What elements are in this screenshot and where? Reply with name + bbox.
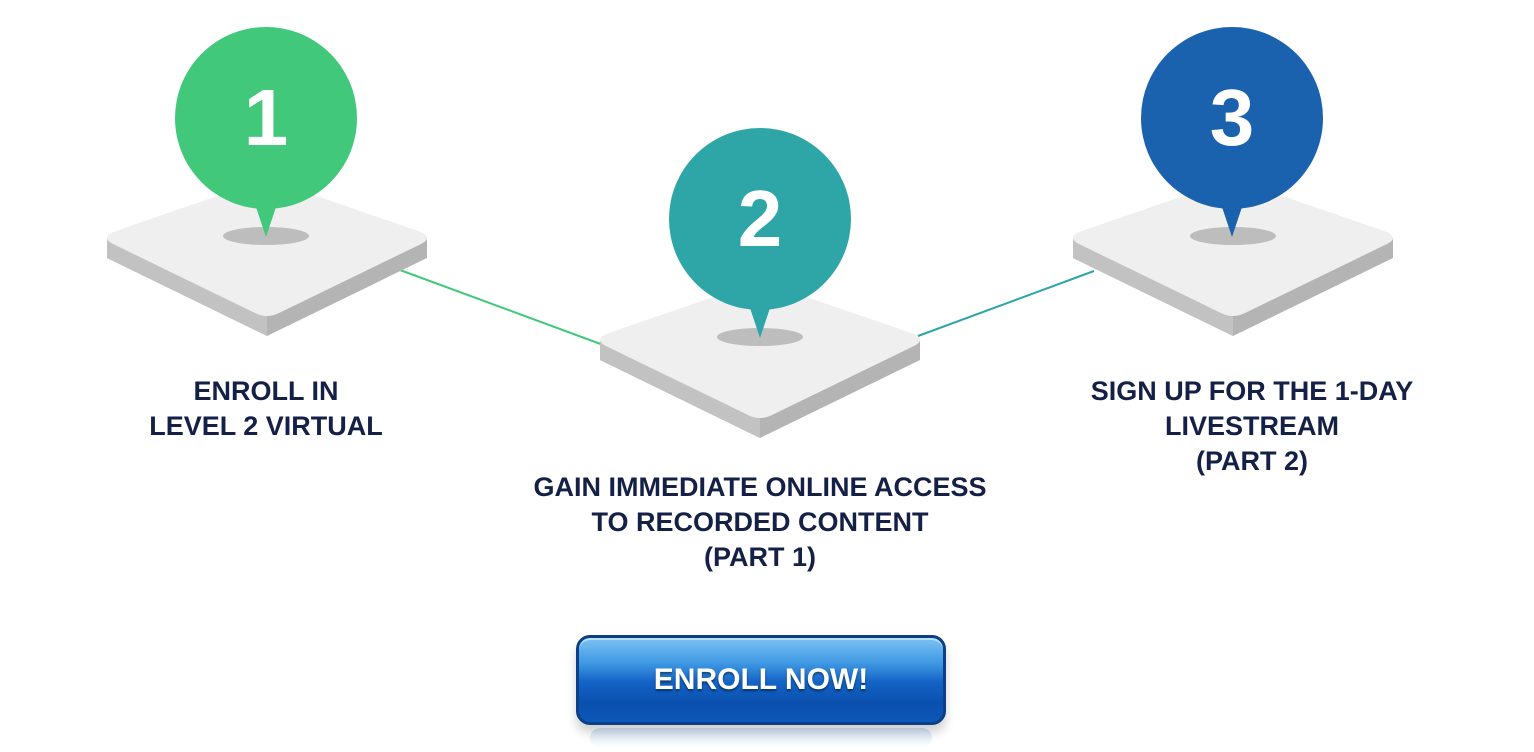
step2-pin-tail [746, 296, 774, 338]
step3-pin: 3 [1141, 27, 1323, 237]
step3-number: 3 [1141, 27, 1323, 209]
step3-label-line: (PART 2) [1196, 446, 1308, 476]
step2-label-line: GAIN IMMEDIATE ONLINE ACCESS [533, 472, 987, 502]
step1-pin: 1 [175, 27, 357, 237]
enroll-now-button-label: ENROLL NOW! [653, 663, 869, 696]
step2-label-line: TO RECORDED CONTENT [591, 507, 929, 537]
step2-pin: 2 [669, 128, 851, 338]
step1-label-line: LEVEL 2 VIRTUAL [149, 411, 383, 441]
step3-label-line: LIVESTREAM [1164, 411, 1339, 441]
step2-label-line: (PART 1) [704, 542, 816, 572]
connector-1-to-2 [399, 269, 607, 347]
step1-label: ENROLL IN LEVEL 2 VIRTUAL [116, 374, 416, 444]
step2-label: GAIN IMMEDIATE ONLINE ACCESS TO RECORDED… [480, 470, 1040, 575]
button-reflection [590, 728, 932, 748]
step2-platform [600, 282, 920, 438]
step3-label-line: SIGN UP FOR THE 1-DAY [1090, 376, 1414, 406]
step1-number: 1 [175, 27, 357, 209]
step3-platform [1073, 180, 1393, 336]
step1-pin-tail [252, 195, 280, 237]
step3-pin-tail [1218, 195, 1246, 237]
step1-label-line: ENROLL IN [193, 376, 339, 406]
connector-2-to-3 [917, 270, 1095, 337]
step3-label: SIGN UP FOR THE 1-DAY LIVESTREAM (PART 2… [1052, 374, 1452, 479]
enroll-now-button[interactable]: ENROLL NOW! [576, 635, 946, 725]
step2-number: 2 [669, 128, 851, 310]
